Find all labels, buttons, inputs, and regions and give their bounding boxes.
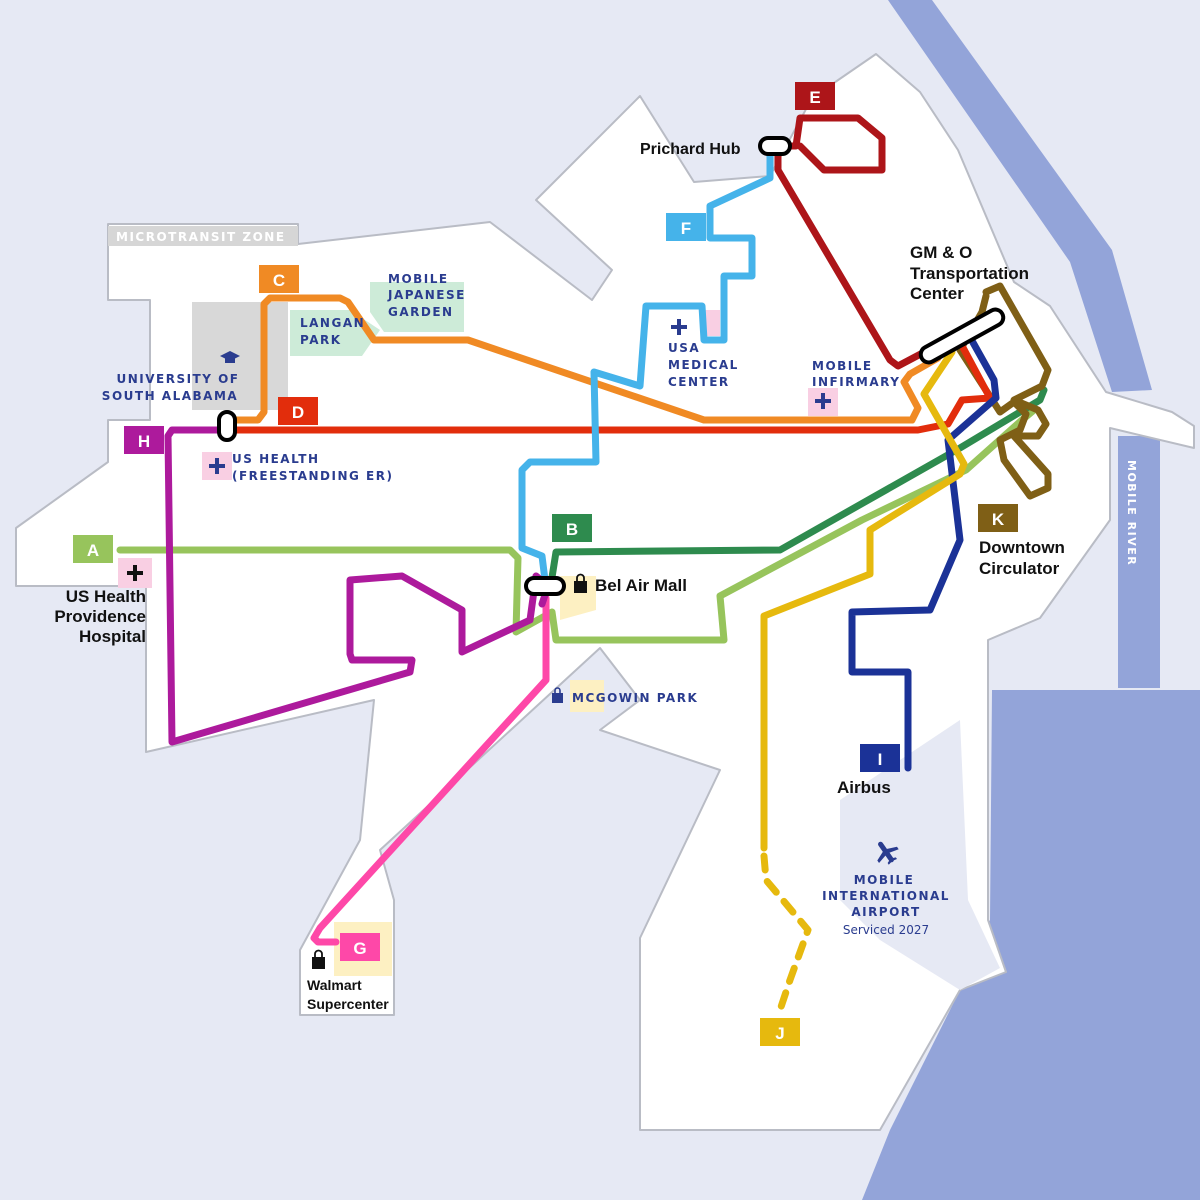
badge-route-b[interactable]: B [552, 514, 592, 542]
zone-label: MICROTRANSIT ZONE [116, 230, 286, 244]
badge-route-k[interactable]: K [978, 504, 1018, 532]
svg-text:I: I [878, 750, 883, 769]
route-k-line[interactable] [956, 282, 1052, 500]
mobile-bay-water [862, 690, 1200, 1200]
route-h-line[interactable] [164, 426, 552, 746]
airplane-icon [877, 841, 899, 865]
route-e-line[interactable] [774, 146, 936, 370]
svg-text:E: E [809, 88, 820, 107]
badge-route-i[interactable]: I [860, 744, 900, 772]
badge-route-h[interactable]: H [124, 426, 164, 454]
downtown-circulator-line1: Downtown [979, 538, 1065, 557]
plus-icon-usa-medical [671, 319, 687, 335]
plus-icon-us-health-er [209, 458, 225, 474]
route-e-loop[interactable] [774, 114, 886, 174]
airport-line1: MOBILE [854, 873, 915, 887]
airport-area [840, 720, 1000, 990]
route-j-future-line[interactable] [760, 852, 812, 1014]
us-health-er-line1: US HEALTH [232, 452, 319, 466]
bel-air-mall-label: Bel Air Mall [595, 576, 687, 595]
mcgowin-park-area [570, 680, 604, 712]
airport-line3: AIRPORT [851, 905, 920, 919]
walmart-label-line2: Supercenter [307, 996, 389, 1012]
gmo-label-line1: GM & O [910, 243, 972, 262]
gmo-transportation-center-hub[interactable] [918, 307, 1006, 366]
japanese-garden-line1: MOBILE [388, 272, 449, 286]
route-f-line[interactable] [518, 144, 774, 592]
usa-label-line1: UNIVERSITY OF [116, 372, 239, 386]
svg-text:A: A [87, 541, 99, 560]
badge-route-c[interactable]: C [259, 265, 299, 293]
route-i-line[interactable] [848, 326, 1000, 772]
svg-text:C: C [273, 271, 285, 290]
mobile-river-right [1118, 436, 1160, 688]
providence-label-line2: Providence [54, 607, 146, 626]
zone-label-tab [108, 226, 298, 246]
svg-text:J: J [775, 1024, 784, 1043]
downtown-circulator-line2: Circulator [979, 559, 1060, 578]
badge-route-j[interactable]: J [760, 1018, 800, 1046]
badge-route-d[interactable]: D [278, 397, 318, 425]
svg-text:D: D [292, 403, 304, 422]
plus-icon-providence [127, 565, 143, 581]
usa-label-line2: SOUTH ALABAMA [102, 389, 238, 403]
prichard-hub-marker[interactable] [758, 136, 792, 156]
svg-text:K: K [992, 510, 1005, 529]
airport-line2: INTERNATIONAL [822, 889, 950, 903]
gmo-label-line2: Transportation [910, 264, 1029, 283]
route-b-line[interactable] [546, 386, 1048, 594]
usa-campus-hub[interactable] [217, 410, 237, 442]
route-c-line[interactable] [220, 294, 942, 424]
mobile-river-upper [888, 0, 1152, 392]
providence-label-line1: US Health [66, 587, 146, 606]
shopping-bag-icon-walmart [312, 949, 325, 969]
airport-note: Serviced 2027 [843, 923, 929, 937]
infirmary-line2: INFIRMARY [812, 375, 900, 389]
prichard-hub-label: Prichard Hub [640, 141, 741, 158]
walmart-label-line1: Walmart [307, 977, 362, 993]
usa-medical-line3: CENTER [668, 375, 730, 389]
langan-park-line1: LANGAN [300, 316, 365, 330]
usa-medical-line1: USA [668, 341, 700, 355]
svg-text:F: F [681, 219, 691, 238]
route-a-line[interactable] [116, 406, 1038, 644]
svg-text:B: B [566, 520, 578, 539]
route-g-line[interactable] [310, 594, 550, 946]
svg-text:H: H [138, 432, 150, 451]
river-label: MOBILE RIVER [1125, 460, 1138, 566]
graduation-cap-icon [220, 351, 240, 363]
badge-route-g[interactable]: G [340, 933, 380, 961]
plus-icon-infirmary [815, 393, 831, 409]
infirmary-line1: MOBILE [812, 359, 873, 373]
badge-route-f[interactable]: F [666, 213, 706, 241]
langan-park-line2: PARK [300, 333, 342, 347]
usa-medical-line2: MEDICAL [668, 358, 739, 372]
route-d-line[interactable] [224, 338, 994, 434]
gmo-label-line3: Center [910, 284, 964, 303]
japanese-garden-line2: JAPANESE [387, 288, 466, 302]
japanese-garden-line3: GARDEN [388, 305, 454, 319]
badge-route-e[interactable]: E [795, 82, 835, 110]
japanese-garden-area [370, 282, 464, 332]
shopping-bag-icon-mcgowin [552, 687, 563, 703]
badge-route-a[interactable]: A [73, 535, 113, 563]
mcgowin-park-label: MCGOWIN PARK [572, 691, 698, 705]
svg-text:G: G [353, 939, 366, 958]
shopping-bag-icon-bel-air [574, 573, 587, 593]
airbus-label: Airbus [837, 778, 891, 797]
us-health-er-line2: (FREESTANDING ER) [232, 469, 393, 483]
providence-label-line3: Hospital [79, 627, 146, 646]
bel-air-mall-hub[interactable] [524, 576, 566, 596]
